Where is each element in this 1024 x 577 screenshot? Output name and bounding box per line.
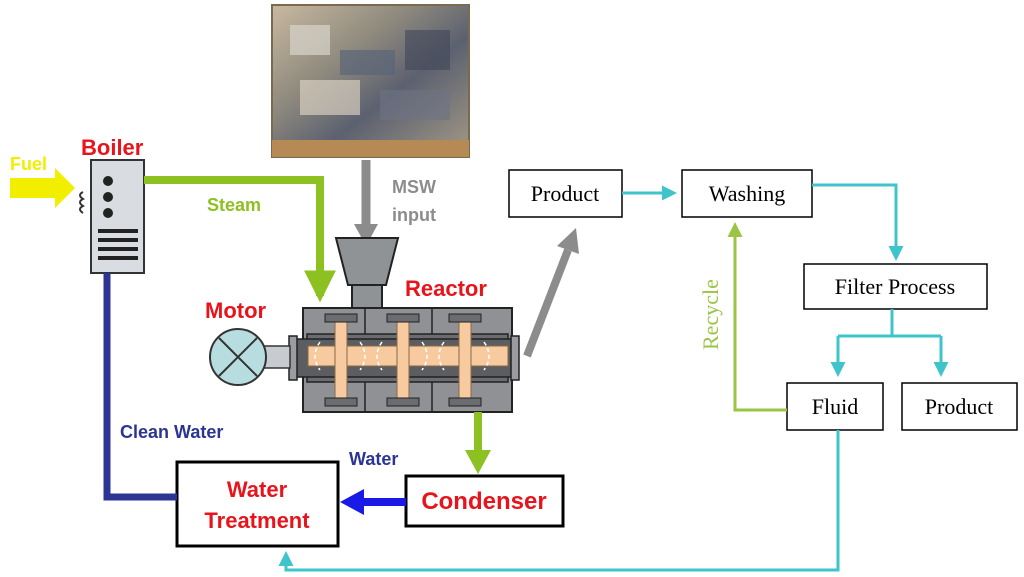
fluid-box (786, 382, 884, 431)
washing-label: Washing (709, 181, 785, 206)
msw-input-arrowhead (354, 224, 378, 246)
clean-water-line (103, 273, 177, 501)
motor-icon (209, 328, 291, 386)
fuel-label: Fuel (10, 154, 47, 174)
washing-box (681, 169, 813, 218)
water-treatment-label-line1: Water (227, 477, 288, 502)
fluid-label: Fluid (812, 394, 858, 419)
filter-process-label: Filter Process (835, 274, 955, 299)
reactor-label: Reactor (405, 276, 487, 301)
water-arrowhead (340, 489, 364, 515)
reactor-output-arrowhead (557, 228, 579, 254)
reactor-output-arrow (523, 248, 572, 358)
steam-label: Steam (207, 195, 261, 215)
filter-process-box (803, 263, 988, 310)
msw-label-line1: MSW (392, 177, 436, 197)
clean-water-label: Clean Water (120, 422, 223, 442)
water-label: Water (349, 449, 398, 469)
recycle-label: Recycle (698, 279, 723, 350)
washing-to-filter-line (812, 183, 904, 261)
msw-photo (271, 4, 470, 158)
product-label-2: Product (925, 394, 993, 419)
reactor-to-condenser-arrowhead (465, 450, 491, 474)
boiler-label: Boiler (81, 135, 144, 160)
fluid-to-treatment-line (278, 430, 840, 572)
recycle-line (727, 222, 787, 412)
msw-label-line2: input (392, 205, 436, 225)
reactor-icon (288, 307, 520, 413)
hopper-icon (334, 237, 400, 311)
water-treatment-label-line2: Treatment (204, 508, 310, 533)
fuel-arrow (10, 168, 75, 208)
steam-line (144, 176, 336, 303)
motor-label: Motor (205, 298, 267, 323)
condenser-label: Condenser (421, 488, 546, 515)
boiler-icon (79, 159, 145, 274)
water-treatment-box (175, 460, 340, 548)
product-label-1: Product (531, 181, 599, 206)
product-box-2 (901, 382, 1018, 431)
